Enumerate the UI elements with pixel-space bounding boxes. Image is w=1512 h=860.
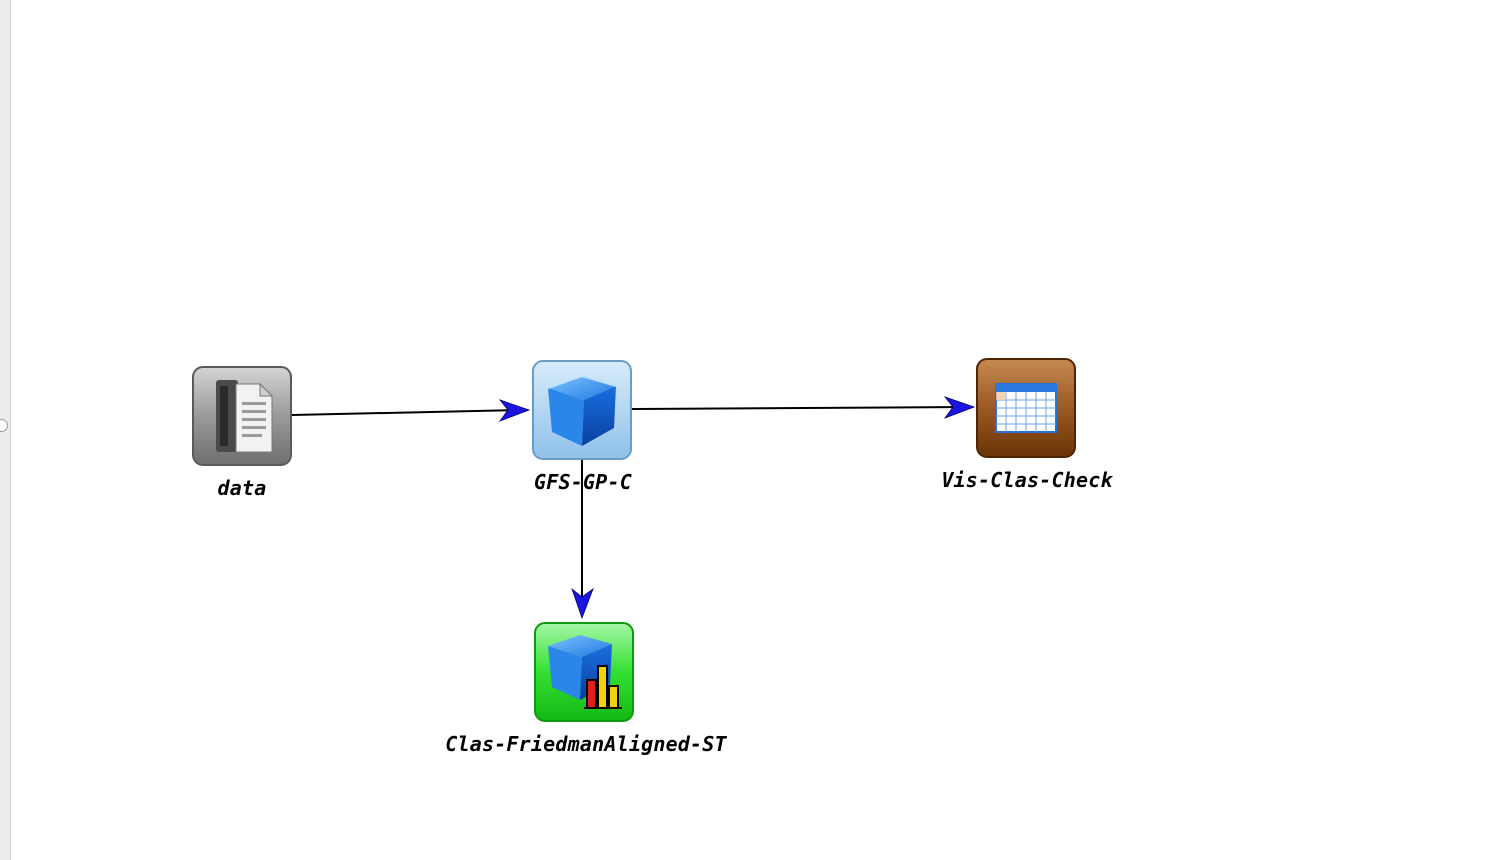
splitter-handle[interactable]: [0, 419, 8, 432]
edge-gfs-to-stat[interactable]: [571, 459, 594, 620]
node-vis-clas-check[interactable]: [976, 358, 1076, 458]
document-dataset-icon: [192, 366, 292, 466]
cube-bar-chart-icon: [534, 622, 634, 722]
table-grid-icon: [976, 358, 1076, 458]
connections-layer: [291, 396, 976, 620]
left-panel-divider[interactable]: [0, 0, 11, 860]
node-data[interactable]: [192, 366, 292, 466]
node-label-clas-friedmanaligned-st: Clas-FriedmanAligned-ST: [445, 732, 727, 756]
node-clas-friedmanaligned-st[interactable]: [534, 622, 634, 722]
experiment-canvas[interactable]: data GFS-: [11, 0, 1512, 860]
node-label-gfs-gp-c: GFS-GP-C: [534, 470, 632, 494]
blue-cube-icon: [532, 360, 632, 460]
node-label-data: data: [217, 476, 267, 500]
edge-data-to-gfs[interactable]: [291, 399, 531, 422]
node-label-vis-clas-check: Vis-Clas-Check: [941, 468, 1113, 492]
node-gfs-gp-c[interactable]: [532, 360, 632, 460]
edge-gfs-to-vis[interactable]: [630, 396, 976, 419]
